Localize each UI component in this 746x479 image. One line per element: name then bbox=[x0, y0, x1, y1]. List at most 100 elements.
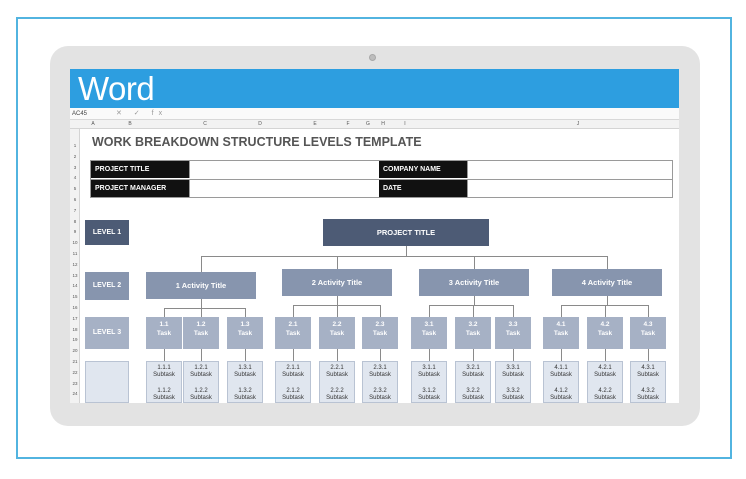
subtask-label: Subtask bbox=[282, 395, 304, 401]
subtask-id: 1.2.1 bbox=[194, 365, 208, 371]
formula-icons[interactable]: ✕ ✓ fx bbox=[116, 110, 168, 117]
date-field[interactable] bbox=[467, 180, 672, 197]
column-header-j[interactable]: J bbox=[576, 121, 580, 127]
row-header-15[interactable]: 15 bbox=[72, 294, 78, 300]
column-header-c[interactable]: C bbox=[203, 121, 207, 127]
company-name-field[interactable] bbox=[467, 161, 672, 178]
task-id: 1.2 bbox=[196, 321, 206, 328]
row-header-17[interactable]: 17 bbox=[72, 315, 78, 321]
row-header-22[interactable]: 22 bbox=[72, 369, 78, 375]
level-2-badge: LEVEL 2 bbox=[85, 272, 129, 300]
subtask-id: 1.3.1 bbox=[238, 365, 252, 371]
subtask-id: 3.3.2 bbox=[506, 388, 520, 394]
project-manager-field[interactable] bbox=[189, 180, 379, 197]
column-header-h[interactable]: H bbox=[381, 121, 385, 127]
level-1-badge: LEVEL 1 bbox=[85, 220, 129, 245]
level-3-badge: LEVEL 3 bbox=[85, 317, 129, 349]
row-header-13[interactable]: 13 bbox=[72, 272, 78, 278]
connector bbox=[201, 256, 202, 272]
row-header-23[interactable]: 23 bbox=[72, 380, 78, 386]
task-id: 1.3 bbox=[240, 321, 250, 328]
column-header-e[interactable]: E bbox=[313, 121, 317, 127]
row-header-16[interactable]: 16 bbox=[72, 305, 78, 310]
row-header-6[interactable]: 6 bbox=[73, 197, 77, 202]
row-header-1[interactable]: 1 bbox=[73, 143, 77, 148]
row-header-19[interactable]: 19 bbox=[72, 337, 78, 343]
row-header-7[interactable]: 7 bbox=[73, 207, 77, 213]
row-header-12[interactable]: 12 bbox=[72, 261, 78, 267]
project-title-field[interactable] bbox=[189, 161, 379, 178]
row-header-14[interactable]: 14 bbox=[72, 283, 78, 289]
connector bbox=[648, 305, 649, 317]
activity-node-3[interactable]: 3 Activity Title bbox=[419, 269, 529, 296]
row-header-bar: 1234567891011121314151617181920212223242… bbox=[70, 129, 80, 403]
row-header-21[interactable]: 21 bbox=[72, 359, 78, 364]
activity-node-1[interactable]: 1 Activity Title bbox=[146, 272, 256, 299]
column-header-i[interactable]: I bbox=[404, 121, 406, 127]
column-header-g[interactable]: G bbox=[366, 121, 370, 127]
column-header-f[interactable]: F bbox=[346, 121, 350, 127]
row-header-5[interactable]: 5 bbox=[73, 186, 77, 192]
subtask-id: 2.3.2 bbox=[373, 388, 387, 394]
row-header-4[interactable]: 4 bbox=[73, 175, 77, 181]
project-title-node[interactable]: PROJECT TITLE bbox=[323, 219, 489, 246]
column-header-b[interactable]: B bbox=[128, 121, 132, 127]
row-header-10[interactable]: 10 bbox=[72, 240, 78, 246]
outer-frame bbox=[16, 17, 732, 459]
activity-node-4[interactable]: 4 Activity Title bbox=[552, 269, 662, 296]
row-header-3[interactable]: 3 bbox=[73, 164, 77, 170]
row-header-24[interactable]: 24 bbox=[72, 391, 78, 397]
task-label: Task bbox=[156, 330, 172, 337]
row-header-20[interactable]: 20 bbox=[72, 348, 78, 354]
connector bbox=[607, 296, 608, 305]
row-header-9[interactable]: 9 bbox=[73, 229, 77, 235]
row-header-8[interactable]: 8 bbox=[73, 218, 77, 224]
row-header-25[interactable]: 25 bbox=[70, 402, 80, 403]
activity-node-2[interactable]: 2 Activity Title bbox=[282, 269, 392, 296]
column-header-d[interactable]: D bbox=[258, 121, 262, 127]
column-header-a[interactable]: A bbox=[91, 121, 95, 127]
row-header-2[interactable]: 2 bbox=[73, 153, 77, 159]
row-header-18[interactable]: 18 bbox=[72, 326, 78, 332]
row-header-11[interactable]: 11 bbox=[72, 251, 78, 256]
name-box[interactable]: AC45 bbox=[72, 111, 88, 117]
